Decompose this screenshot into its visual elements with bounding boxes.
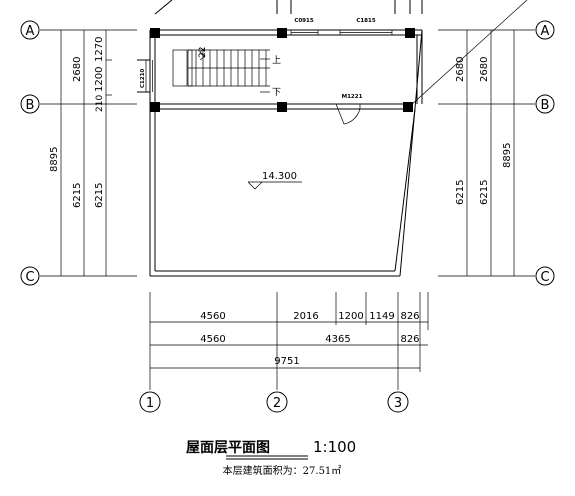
dim-bottom-4365: 4365 (325, 334, 350, 345)
area-note: 本层建筑面积为：27.51㎡ (223, 464, 342, 477)
stair-count: 22 (198, 47, 208, 58)
dim-right-b-6215: 6215 (479, 180, 490, 205)
elevation-value: 14.300 (262, 171, 297, 182)
dim-bottom-4560-b: 4560 (200, 334, 225, 345)
building-outline (137, 29, 423, 277)
axis-2: 2 (273, 396, 281, 411)
column-icon (150, 28, 415, 112)
drawing-scale: 1:100 (313, 438, 356, 456)
dim-right-8895: 8895 (502, 143, 513, 168)
left-dimension-lines (60, 30, 112, 276)
window-c1815-label: C1815 (356, 18, 376, 24)
dim-bottom-1200: 1200 (338, 311, 363, 322)
axis-bubble-icon (20, 20, 555, 413)
dim-left-210: 210 (95, 95, 105, 112)
dim-left-1200: 1200 (94, 67, 105, 92)
axis-c-left: C (25, 270, 34, 285)
dim-left-6215-inner: 6215 (94, 183, 105, 208)
axis-b-right: B (541, 98, 550, 113)
dim-bottom-826-a: 826 (400, 311, 419, 322)
drawing-title: 屋面层平面图 (186, 440, 270, 456)
axis-3: 3 (394, 396, 402, 411)
axis-c-right: C (540, 270, 549, 285)
axis-lines (40, 0, 535, 390)
axis-a-right: A (541, 24, 550, 39)
axis-b-left: B (26, 98, 35, 113)
stair-down-label: 下 (272, 88, 281, 98)
dim-right-b-2680: 2680 (479, 57, 490, 82)
door-swing-icon (335, 103, 361, 125)
top-windows (290, 29, 393, 36)
side-window (145, 60, 153, 92)
dim-bottom-9751: 9751 (274, 356, 299, 367)
bottom-dimension-lines (150, 292, 428, 372)
elevation-mark-icon (247, 181, 302, 190)
dim-left-6215-mid: 6215 (72, 183, 83, 208)
dim-right-a-2680: 2680 (455, 57, 466, 82)
dim-left-2680: 2680 (72, 57, 83, 82)
window-c1210-label: C1210 (140, 68, 146, 88)
right-dimension-lines (466, 30, 515, 276)
dim-left-8895: 8895 (49, 147, 60, 172)
dim-bottom-2016: 2016 (293, 311, 318, 322)
dim-bottom-4560-a: 4560 (200, 311, 225, 322)
dim-right-a-6215: 6215 (455, 180, 466, 205)
stair (172, 47, 270, 93)
axis-a-left: A (26, 24, 35, 39)
door-m1221-label: M1221 (342, 94, 363, 100)
dim-bottom-826-b: 826 (400, 334, 419, 345)
window-c0915-label: C0915 (294, 18, 314, 24)
axis-1: 1 (146, 396, 154, 411)
stair-up-label: 上 (272, 55, 281, 66)
dim-bottom-1149: 1149 (369, 311, 394, 322)
dim-left-1270: 1270 (94, 37, 105, 62)
